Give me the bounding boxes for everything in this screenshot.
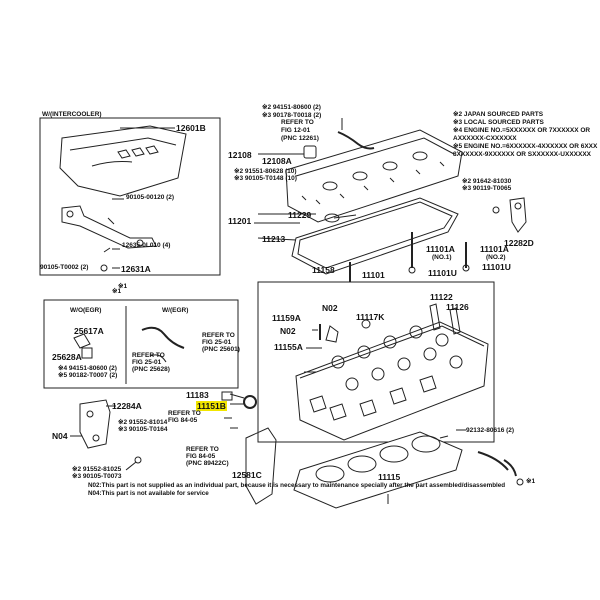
part-11101A-2-no: (NO.2) xyxy=(486,254,506,261)
refer-fig-25-01-e[interactable]: FIG 25-01 xyxy=(132,359,162,366)
refer-fig-84-05-d[interactable]: FIG 84-05 xyxy=(186,453,216,460)
part-90105-t0164[interactable]: ※3 90105-T0164 xyxy=(118,426,168,433)
refer-fig-12-01-a[interactable]: REFER TO xyxy=(281,119,314,126)
part-90105-t0073[interactable]: ※3 90105-T0073 xyxy=(72,473,122,480)
part-94151-80600[interactable]: ※4 94151-80600 (2) xyxy=(58,365,117,372)
note-2: ※2 JAPAN SOURCED PARTS xyxy=(453,111,544,118)
refer-fig-25-01-c: (PNC 25601) xyxy=(202,346,240,353)
bracket-N02 xyxy=(325,325,339,343)
cylinder-head-box xyxy=(257,281,495,443)
intercooler-box xyxy=(39,117,221,276)
part-11101[interactable]: 11101 xyxy=(362,270,385,280)
part-N02-b[interactable]: N02 xyxy=(280,326,296,336)
part-11159A[interactable]: 11159A xyxy=(272,313,301,323)
part-11183[interactable]: 11183 xyxy=(186,390,209,400)
part-N04[interactable]: N04 xyxy=(52,431,68,441)
part-11101A-2[interactable]: 11101A xyxy=(480,244,509,254)
part-12635-0l010[interactable]: 12635-0L010 (4) xyxy=(122,242,171,249)
part-91552-81025[interactable]: ※2 91552-81025 xyxy=(72,466,122,473)
part-92132-80616[interactable]: 92132-80616 (2) xyxy=(466,427,515,434)
part-12631A[interactable]: 12631A xyxy=(121,264,151,274)
valve-cover-gasket xyxy=(291,197,459,275)
footnote-n04: N04:This part is not available for servi… xyxy=(88,490,209,497)
part-39017-t0018[interactable]: ※3 90178-T0018 (2) xyxy=(262,112,322,119)
refer-fig-12-01-b[interactable]: FIG 12-01 xyxy=(281,127,311,134)
intercooler-label: W/(INTERCOOLER) xyxy=(42,111,102,118)
part-90105-t0002[interactable]: 90105-T0002 (2) xyxy=(40,264,89,271)
part-11101U-1[interactable]: 11101U xyxy=(428,268,457,278)
part-11151B-highlight: 11151B xyxy=(196,401,227,411)
refer-fig-84-05-c[interactable]: REFER TO xyxy=(186,446,219,453)
part-25617A[interactable]: 25617A xyxy=(74,326,104,336)
part-11201[interactable]: 11201 xyxy=(228,216,252,226)
part-11101A-1-no: (NO.1) xyxy=(432,254,452,261)
part-39010-50148[interactable]: ※3 90105-T0148 (10) xyxy=(234,175,297,182)
refer-fig-25-01-a[interactable]: REFER TO xyxy=(202,332,235,339)
part-11101A-1[interactable]: 11101A xyxy=(426,244,455,254)
note-4: ※4 ENGINE NO.=5XXXXXX OR 7XXXXXX OR xyxy=(453,127,591,134)
part-11213[interactable]: 11213 xyxy=(262,234,286,244)
note-mark-1: ※1 xyxy=(118,283,128,290)
refer-fig-12-01-c: (PNC 12261) xyxy=(281,135,319,142)
footnote-n02: N02:This part is not supplied as an indi… xyxy=(88,482,506,489)
note-mark-1b: ※1 xyxy=(112,288,122,295)
spark-plug-tube-gasket xyxy=(324,213,340,223)
valve-cover xyxy=(285,129,463,223)
note-5b: 8XXXXXX-9XXXXXX OR SXXXXXX-UXXXXXX xyxy=(453,151,592,158)
cylinder-head xyxy=(295,321,489,441)
cylinder-head-gasket xyxy=(293,431,463,509)
refer-fig-84-05-a[interactable]: REFER TO xyxy=(168,410,201,417)
part-91552-81014[interactable]: ※2 91552-81014 xyxy=(118,419,168,426)
part-12108A[interactable]: 12108A xyxy=(262,156,292,166)
note-mark-1c: ※1 xyxy=(526,478,536,485)
refer-fig-25-01-b[interactable]: FIG 25-01 xyxy=(202,339,232,346)
part-11151B[interactable]: 11151B xyxy=(196,401,227,411)
part-N02-a[interactable]: N02 xyxy=(322,303,338,313)
note-3: ※3 LOCAL SOURCED PARTS xyxy=(453,119,544,126)
part-90105-00120[interactable]: 90105-00120 (2) xyxy=(126,194,175,201)
part-11126[interactable]: 11126 xyxy=(446,302,469,312)
part-91642-81030[interactable]: ※2 91642-81030 xyxy=(462,178,512,185)
bracket-12284A xyxy=(79,399,111,449)
engine-cover xyxy=(59,125,187,197)
oil-filler-cap xyxy=(303,145,317,159)
refer-fig-25-01-f: (PNC 25628) xyxy=(132,366,170,373)
refer-fig-25-01-d[interactable]: REFER TO xyxy=(132,352,165,359)
cover-12581C xyxy=(245,427,277,505)
part-11229[interactable]: 11229 xyxy=(288,210,312,220)
valve-guides xyxy=(429,303,461,335)
cover-bracket xyxy=(61,205,157,272)
part-12581C[interactable]: 12581C xyxy=(232,470,262,480)
part-29155-00628[interactable]: ※2 91551-80628 (10) xyxy=(234,168,297,175)
wo-egr-label: W/O(EGR) xyxy=(70,307,102,314)
part-11155A[interactable]: 11155A xyxy=(274,342,303,352)
w-egr-label: W/(EGR) xyxy=(162,307,189,314)
part-12284A[interactable]: 12284A xyxy=(112,401,142,411)
part-11117K[interactable]: 11117K xyxy=(356,312,385,322)
egr-options-box xyxy=(43,299,239,389)
note-5: ※5 ENGINE NO.=6XXXXXX-4XXXXXX OR 6XXX xyxy=(453,143,598,150)
part-90182-t0007[interactable]: ※5 90182-T0007 (2) xyxy=(58,372,118,379)
part-25628A[interactable]: 25628A xyxy=(52,352,82,362)
refer-fig-84-05-e: (PNC 89422C) xyxy=(186,460,229,467)
bracket-12282D xyxy=(492,197,527,233)
part-12282D[interactable]: 12282D xyxy=(504,238,534,248)
part-11115[interactable]: 11115 xyxy=(378,472,401,482)
seal-11151B xyxy=(243,395,257,409)
refer-fig-84-05-b[interactable]: FIG 84-05 xyxy=(168,417,198,424)
part-11101U-2[interactable]: 11101U xyxy=(482,262,511,272)
part-12601B[interactable]: 12601B xyxy=(176,123,206,133)
part-90119-t0065[interactable]: ※3 90119-T0065 xyxy=(462,185,512,192)
part-29415-80600[interactable]: ※2 94151-80600 (2) xyxy=(262,104,321,111)
part-11158[interactable]: 11158 xyxy=(312,265,335,275)
part-11122[interactable]: 11122 xyxy=(430,292,453,302)
part-12108[interactable]: 12108 xyxy=(228,150,252,160)
note-4b: AXXXXXX-CXXXXXX xyxy=(453,135,517,142)
